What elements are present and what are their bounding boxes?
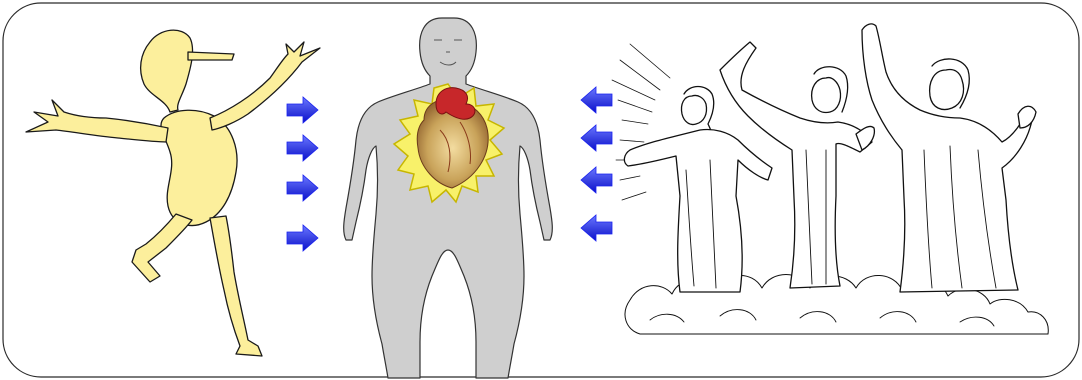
slide-canvas [0,0,1082,380]
